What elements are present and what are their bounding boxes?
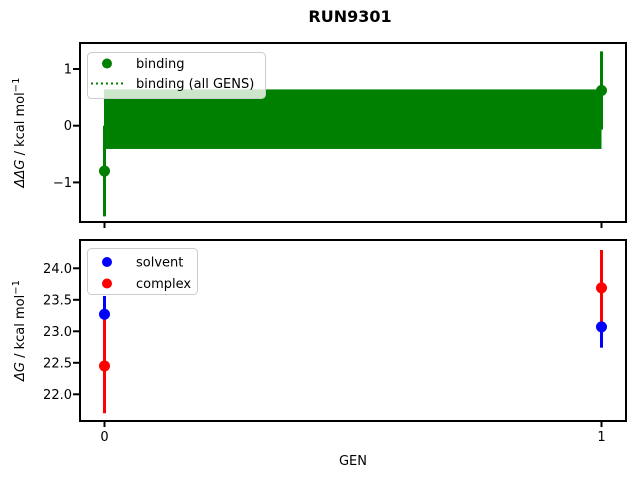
top-legend-label-binding-all-gens: binding (all GENS) <box>136 77 254 92</box>
xtick-label-1: 1 <box>597 430 605 445</box>
top-plot-marks <box>99 51 607 217</box>
top-y-axis-label: ΔΔG / kcal mol−1 <box>11 78 28 189</box>
bottom-ytick-label: 22.0 <box>43 388 72 403</box>
bottom-ytick-label: 23.0 <box>43 325 72 340</box>
bottom-legend-box <box>87 248 198 295</box>
xtick-label-0: 0 <box>100 430 108 445</box>
top-x-ticks <box>103 222 603 228</box>
top-ytick-label: −1 <box>53 176 72 191</box>
solvent-point <box>596 321 607 333</box>
bottom-ytick-label: 22.5 <box>43 356 72 371</box>
bottom-x-ticks <box>103 421 603 427</box>
bottom-ytick-label: 23.5 <box>43 293 72 308</box>
top-axes-frame <box>79 42 627 223</box>
top-ytick-label: 1 <box>64 63 72 78</box>
binding-point <box>596 85 607 97</box>
binding-point <box>99 165 110 177</box>
binding-legend-marker-icon <box>102 58 112 69</box>
complex-point <box>99 360 110 372</box>
top-ytick-label: 0 <box>64 119 72 134</box>
x-axis-label: GEN <box>339 454 367 469</box>
top-y-ticks <box>73 68 80 184</box>
bottom-legend-label-complex: complex <box>136 277 191 292</box>
binding-all-gens-band <box>104 89 602 149</box>
solvent-legend-marker-icon <box>102 257 112 267</box>
solvent-point <box>99 308 110 320</box>
complex-legend-marker-icon <box>102 278 112 289</box>
bottom-legend: solvent complex <box>87 248 198 295</box>
figure-title: RUN9301 <box>308 7 391 26</box>
bottom-y-axis-label: ΔG / kcal mol−1 <box>11 280 28 382</box>
bottom-legend-label-solvent: solvent <box>136 256 183 271</box>
complex-point <box>596 282 607 294</box>
bottom-plot-marks <box>99 250 607 414</box>
bottom-y-ticks <box>73 267 80 396</box>
top-legend: binding binding (all GENS) <box>87 52 266 99</box>
top-legend-label-binding: binding <box>136 57 184 72</box>
bottom-ytick-label: 24.0 <box>43 262 72 277</box>
top-legend-box <box>87 52 266 99</box>
